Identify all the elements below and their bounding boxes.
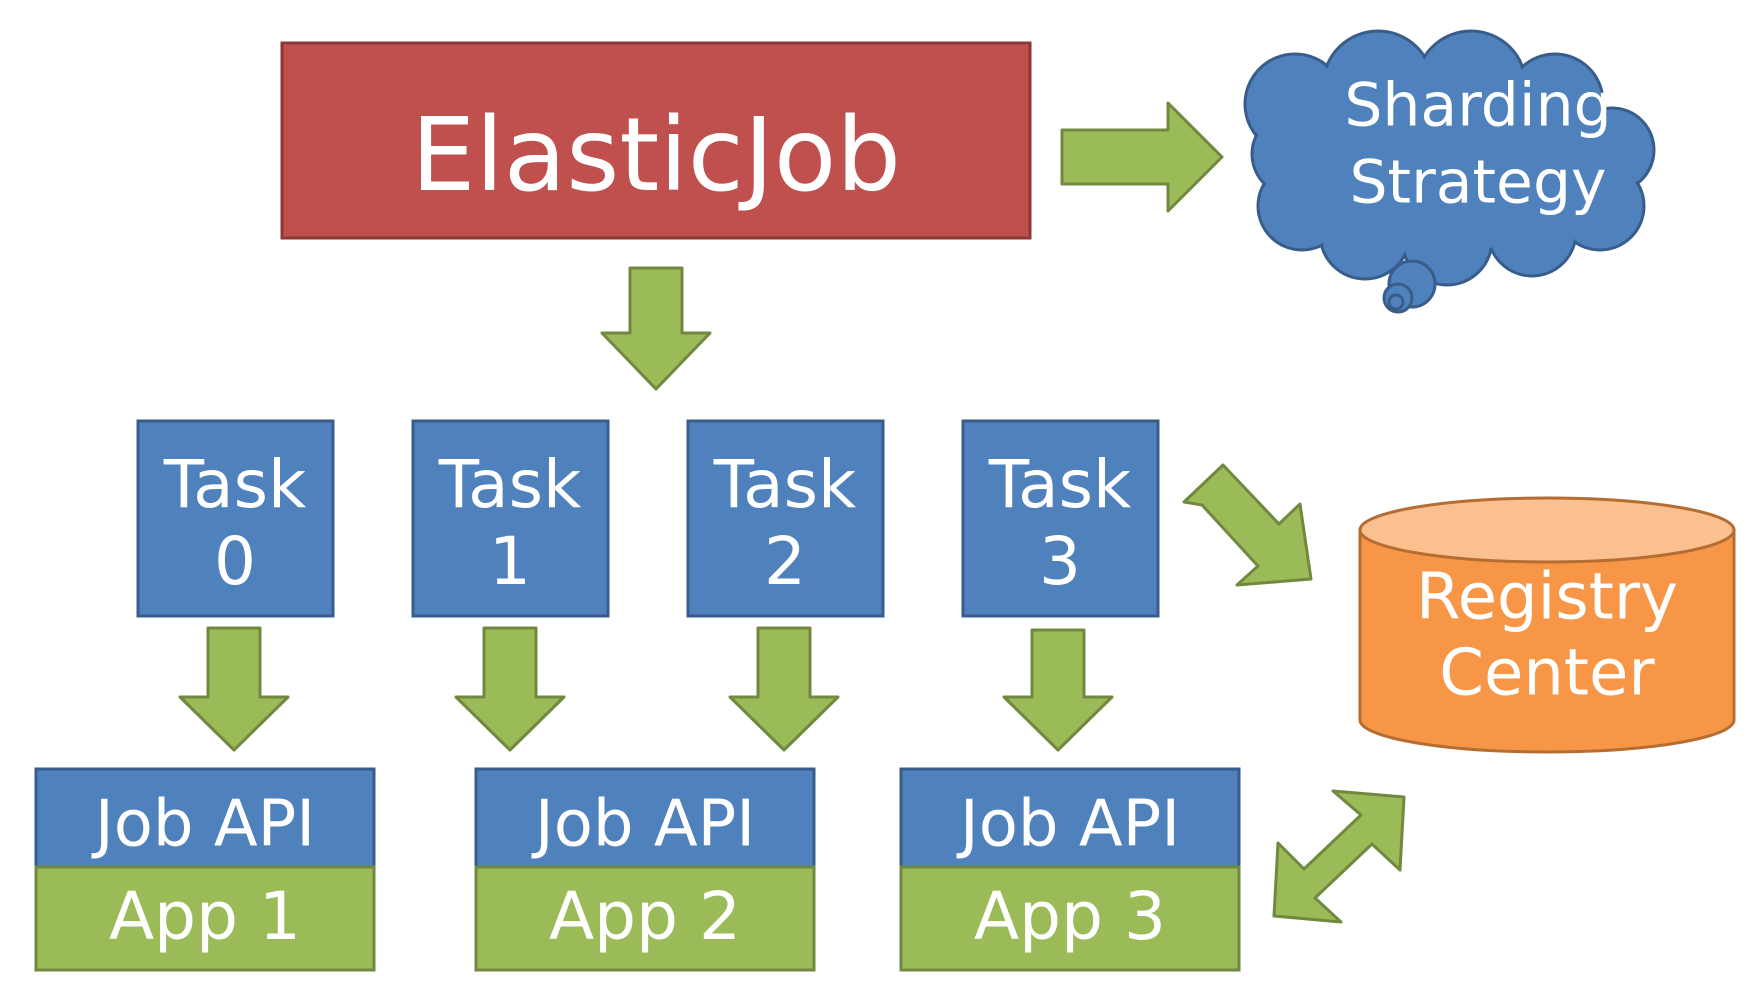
task-number: 3 — [1039, 523, 1081, 600]
app-label: App 3 — [974, 878, 1166, 955]
arrow-task0-down — [178, 626, 290, 752]
task-box-3: Task 3 — [961, 419, 1160, 618]
job-api-label: Job API — [91, 788, 315, 862]
arrow-task-to-registry-shape — [1182, 463, 1313, 587]
registry-label-line1: Registry — [1416, 561, 1678, 635]
sharding-label-line2: Strategy — [1349, 148, 1606, 218]
arrow-task1-down — [454, 626, 566, 752]
sharding-label-line1: Sharding — [1344, 71, 1611, 141]
sharding-strategy-cloud: Sharding Strategy — [1243, 29, 1656, 314]
arrow-task3-down — [1002, 628, 1114, 752]
task-label: Task — [713, 446, 857, 523]
arrow-to-tasks — [600, 266, 712, 391]
job-api-label: Job API — [956, 788, 1180, 862]
task-box-0: Task 0 — [136, 419, 335, 618]
arrow-task2-down — [728, 626, 840, 752]
task-number: 1 — [489, 523, 531, 600]
registry-center-cylinder: Registry Center — [1358, 496, 1736, 754]
task-number: 2 — [764, 523, 806, 600]
job-api-label: Job API — [531, 788, 755, 862]
app-stack-2: Job API App 2 — [474, 767, 816, 972]
task-label: Task — [438, 446, 582, 523]
arrow-to-sharding — [1060, 101, 1224, 213]
app-label: App 1 — [109, 878, 301, 955]
app-stack-1: Job API App 1 — [34, 767, 376, 972]
task-box-1: Task 1 — [411, 419, 610, 618]
arrow-app-registry-bidirectional — [1272, 789, 1406, 924]
task-box-2: Task 2 — [686, 419, 885, 618]
elasticjob-box: ElasticJob — [280, 41, 1032, 240]
registry-label-line2: Center — [1439, 637, 1655, 711]
elasticjob-label: ElasticJob — [411, 96, 901, 215]
app-label: App 2 — [549, 878, 741, 955]
app-stack-3: Job API App 3 — [899, 767, 1241, 972]
task-label: Task — [988, 446, 1132, 523]
task-label: Task — [163, 446, 307, 523]
task-number: 0 — [214, 523, 256, 600]
